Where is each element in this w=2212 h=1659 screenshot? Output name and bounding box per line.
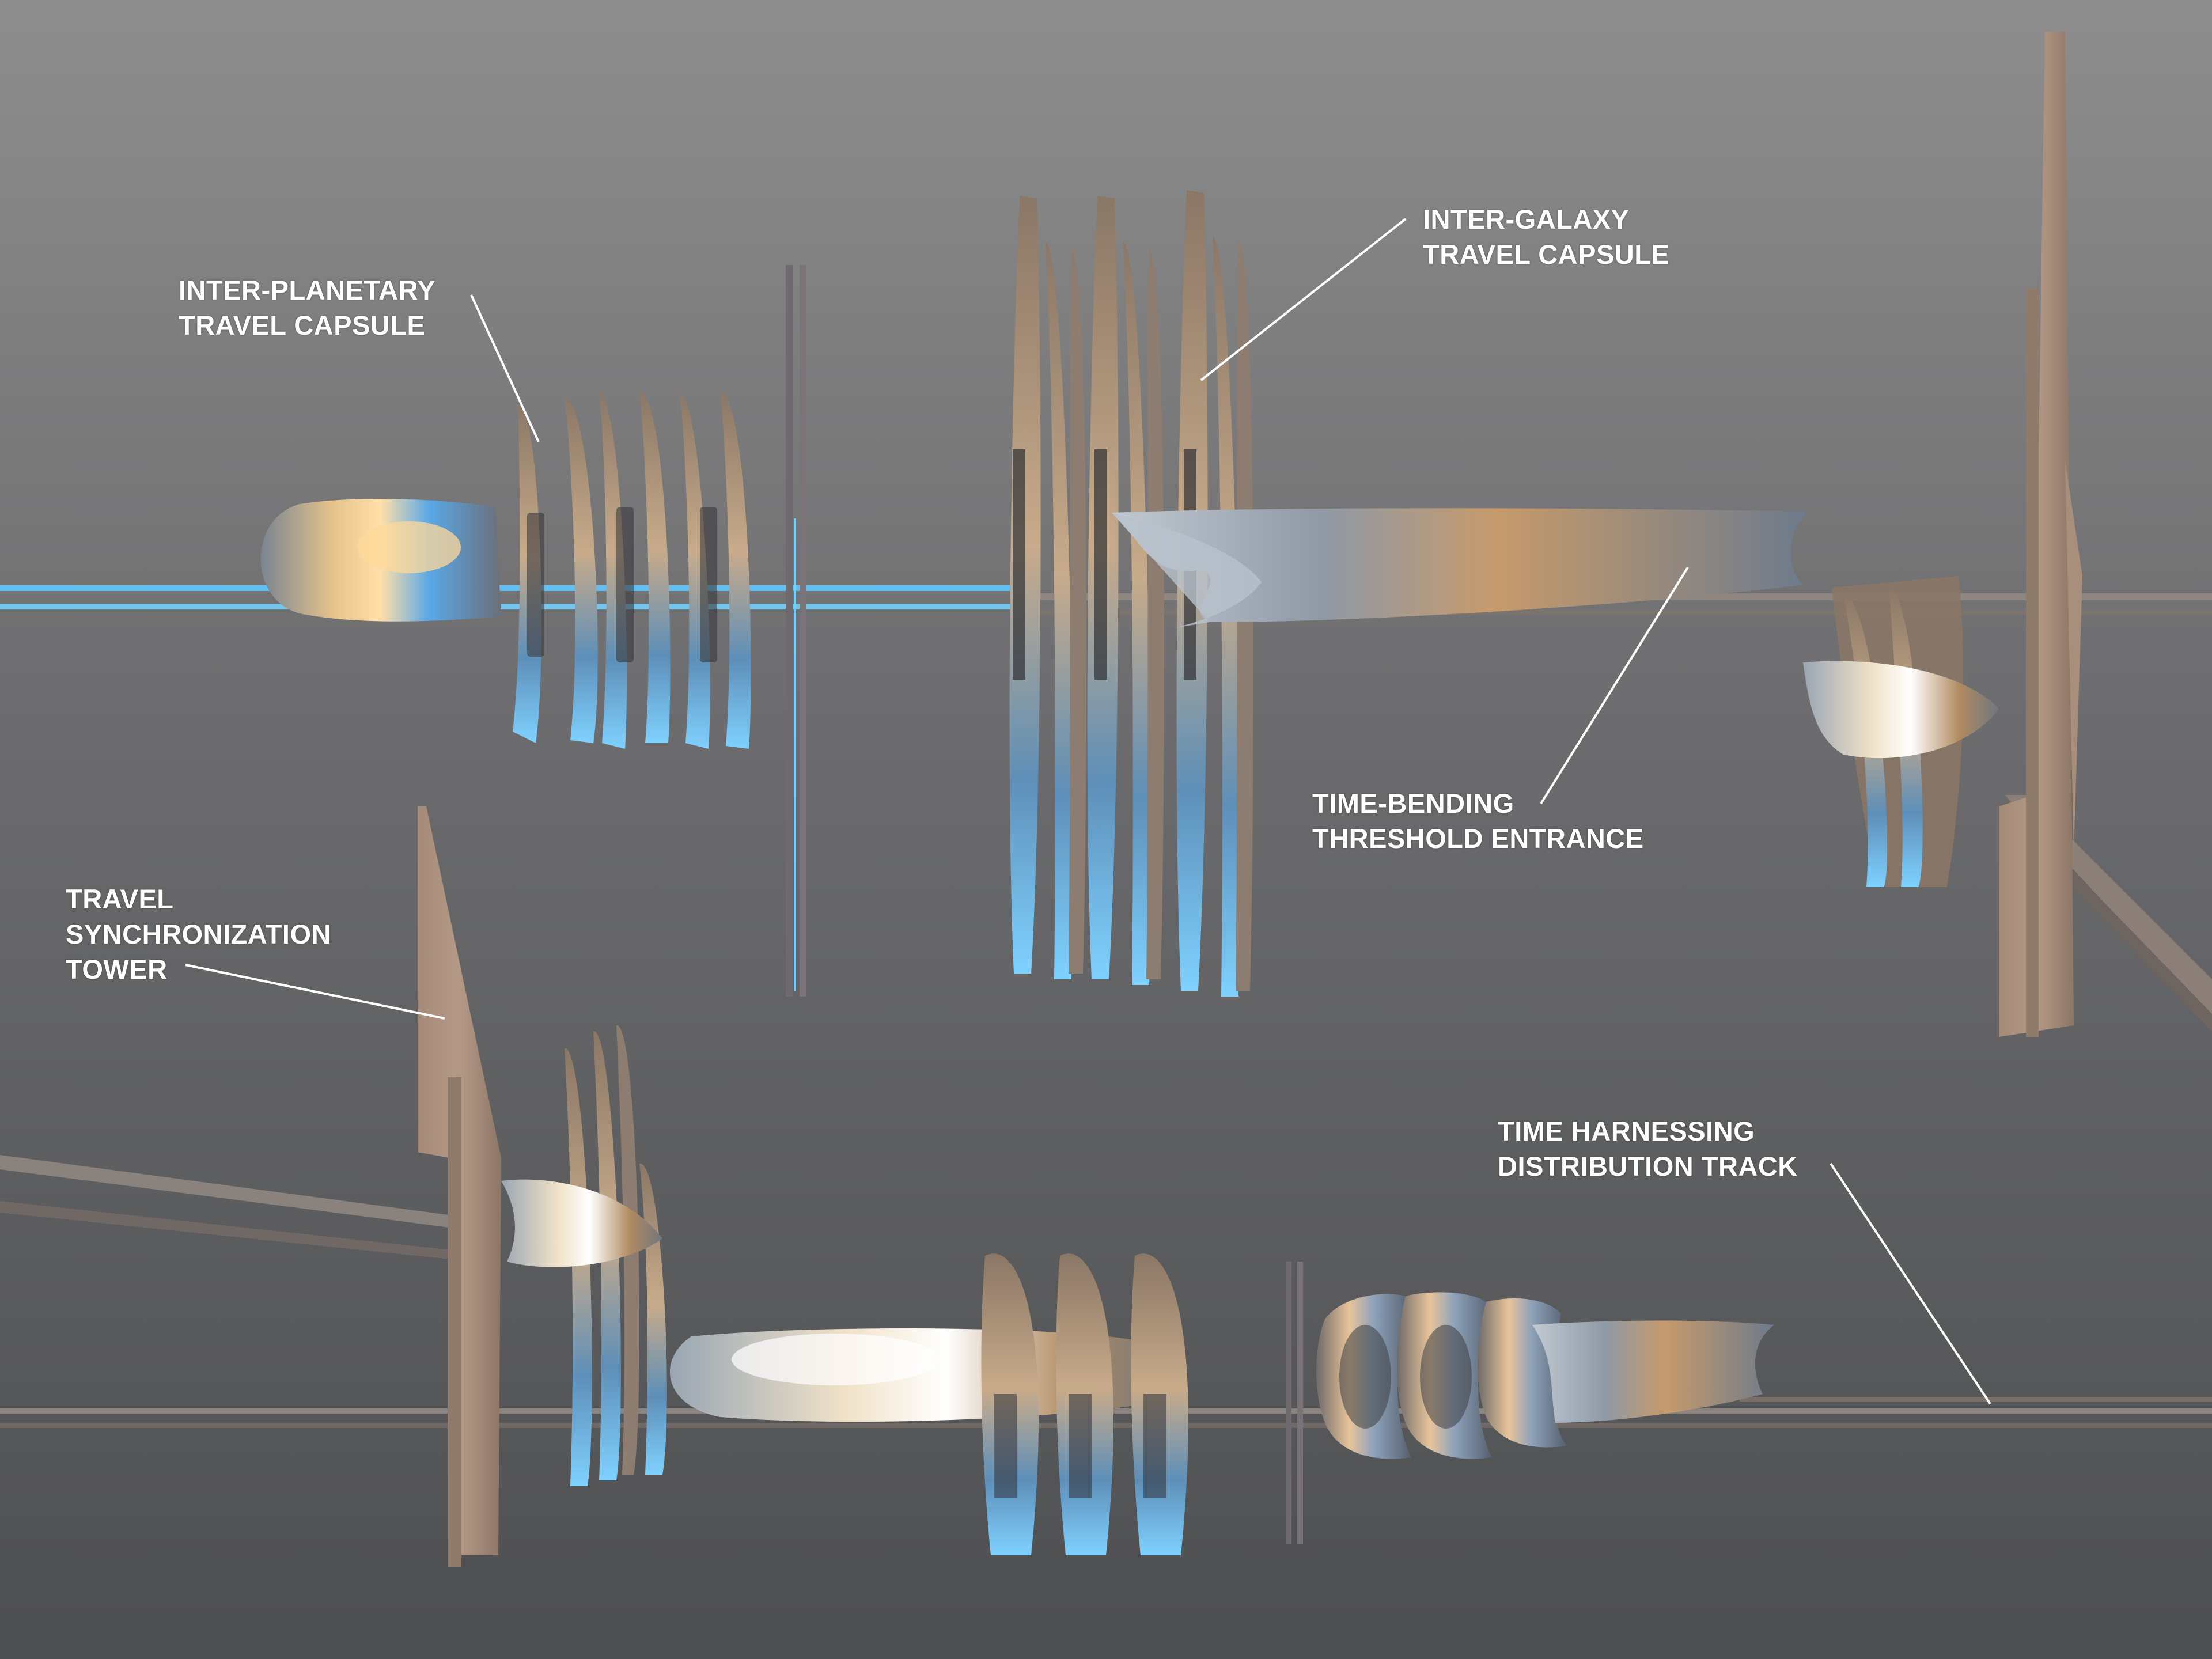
label-line: TRAVEL CAPSULE [179,310,426,340]
tunnel-rim [1112,513,1262,628]
lower-right-ring-cluster [1316,1292,1567,1459]
upper-right-capsule-cluster [1803,576,1999,887]
upper-synchronization-tower [1999,32,2082,1037]
label-inter-planetary-travel-capsule: INTER-PLANETARY TRAVEL CAPSULE [179,272,435,343]
label-inter-galaxy-travel-capsule: INTER-GALAXY TRAVEL CAPSULE [1423,202,1669,272]
label-line: TOWER [66,954,168,984]
leader-lines [185,218,1991,1405]
travel-synchronization-tower [418,806,501,1567]
leader-inter-planetary [470,294,540,442]
label-time-bending-threshold-entrance: TIME-BENDING THRESHOLD ENTRANCE [1312,786,1644,856]
label-time-harnessing-distribution-track: TIME HARNESSING DISTRIBUTION TRACK [1498,1113,1798,1184]
label-line: INTER-GALAXY [1423,204,1630,234]
thin-gate-lower [1286,1262,1303,1544]
upper-assembly [0,32,2212,1037]
lower-mid-ring-cluster [981,1253,1188,1555]
leader-sync-tower [185,964,445,1020]
leader-time-bending [1540,566,1689,805]
label-line: TIME-BENDING [1312,788,1514,819]
label-line: DISTRIBUTION TRACK [1498,1151,1798,1181]
time-bending-threshold-entrance [1112,508,1809,622]
leader-inter-galaxy [1200,218,1407,381]
inter-planetary-capsule-rings [513,392,751,749]
lower-threshold-entrance [1532,1320,1774,1423]
lower-pod-highlight [732,1334,939,1385]
label-line: TRAVEL [66,884,174,914]
thin-gate-upper [786,265,806,997]
label-line: INTER-PLANETARY [179,275,436,305]
capsule-nose-highlight [357,521,461,573]
label-travel-synchronization-tower: TRAVEL SYNCHRONIZATION TOWER [66,881,331,987]
label-line: SYNCHRONIZATION [66,919,331,949]
leader-time-harnessing [1830,1162,1991,1405]
label-line: THRESHOLD ENTRANCE [1312,823,1644,854]
label-line: TIME HARNESSING [1498,1116,1755,1146]
label-line: TRAVEL CAPSULE [1423,239,1670,270]
lower-assembly [0,806,2212,1567]
lower-left-capsule-pod [501,1179,662,1267]
